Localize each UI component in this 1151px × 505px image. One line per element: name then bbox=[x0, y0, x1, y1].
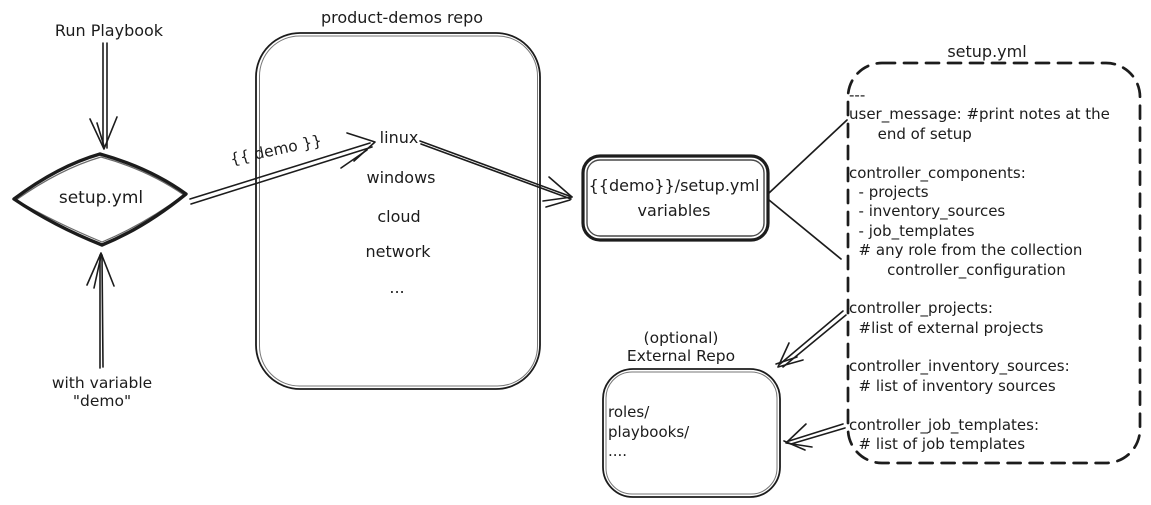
run-playbook-arrow bbox=[89, 42, 118, 150]
with-variable-arrow bbox=[86, 252, 115, 369]
yaml-line: controller_components: bbox=[849, 163, 1026, 182]
with-variable-label: with variable "demo" bbox=[52, 374, 152, 410]
setup-diamond-shape-sketch bbox=[15, 156, 185, 243]
repo-item-ellipsis: ... bbox=[389, 278, 405, 297]
external-repo-box-shape-sketch bbox=[605, 371, 778, 495]
variables-box-shape-sketch bbox=[586, 159, 765, 237]
setup-diamond-label: setup.yml bbox=[58, 188, 144, 208]
yaml-line: controller_projects: bbox=[849, 299, 993, 318]
external-repo-box-shape bbox=[602, 368, 781, 498]
yaml-line bbox=[849, 280, 1110, 299]
repo-box-shape-sketch bbox=[259, 35, 538, 387]
yaml-line bbox=[849, 144, 1110, 163]
projects-to-external-arrow bbox=[775, 310, 847, 368]
with-variable-label-line2: "demo" bbox=[72, 392, 132, 410]
yaml-line: - inventory_sources bbox=[849, 202, 1006, 221]
setup-yml-box-shape bbox=[846, 61, 1142, 465]
connector-line-bottom bbox=[768, 199, 842, 260]
setup-yml-title: setup.yml bbox=[947, 42, 1027, 61]
yaml-line: - job_templates bbox=[849, 221, 975, 240]
yaml-line: controller_configuration bbox=[849, 260, 1066, 279]
yaml-line: end of setup bbox=[849, 124, 972, 143]
yaml-line: # list of job templates bbox=[849, 435, 1026, 454]
yaml-line: #list of external projects bbox=[849, 318, 1044, 337]
variables-box-label-line2: variables bbox=[637, 201, 711, 220]
variables-box-label-line1: {{demo}}/setup.yml bbox=[588, 176, 760, 195]
with-variable-label-line1: with variable bbox=[51, 374, 153, 392]
yaml-line bbox=[849, 338, 1110, 357]
yaml-line: controller_job_templates: bbox=[849, 415, 1040, 434]
demo-variable-arrow bbox=[189, 132, 376, 205]
external-repo-line: playbooks/ bbox=[608, 422, 690, 441]
yaml-line: - projects bbox=[849, 182, 929, 201]
run-playbook-label: Run Playbook bbox=[54, 21, 164, 40]
yaml-line: # any role from the collection bbox=[849, 241, 1083, 260]
external-repo-line: .... bbox=[608, 442, 628, 460]
yaml-line: user_message: #print notes at the bbox=[849, 105, 1110, 124]
variables-box-shape bbox=[581, 154, 770, 242]
repo-box-shape bbox=[255, 32, 541, 390]
yaml-line bbox=[849, 396, 1110, 415]
external-repo-line: roles/ bbox=[608, 403, 650, 421]
job-templates-to-external-arrow bbox=[783, 423, 846, 451]
linux-to-variables-arrow bbox=[419, 140, 573, 208]
yaml-line: --- bbox=[849, 86, 866, 104]
yaml-line: # list of inventory sources bbox=[849, 376, 1056, 395]
setup-diamond-shape bbox=[12, 152, 188, 247]
repo-item-linux: linux bbox=[379, 128, 419, 147]
external-repo-content: roles/ playbooks/ .... bbox=[608, 403, 689, 462]
repo-item-cloud: cloud bbox=[377, 207, 421, 226]
connector-line-top bbox=[768, 119, 848, 194]
repo-title: product-demos repo bbox=[320, 8, 484, 27]
external-repo-title: (optional) External Repo bbox=[627, 329, 735, 365]
repo-item-network: network bbox=[365, 242, 431, 261]
external-repo-title-line1: (optional) bbox=[643, 329, 719, 347]
repo-item-windows: windows bbox=[366, 168, 436, 187]
external-repo-title-line2: External Repo bbox=[626, 347, 736, 365]
yaml-line: controller_inventory_sources: bbox=[849, 357, 1070, 376]
setup-yml-content: --- user_message: #print notes at the en… bbox=[849, 86, 1110, 454]
